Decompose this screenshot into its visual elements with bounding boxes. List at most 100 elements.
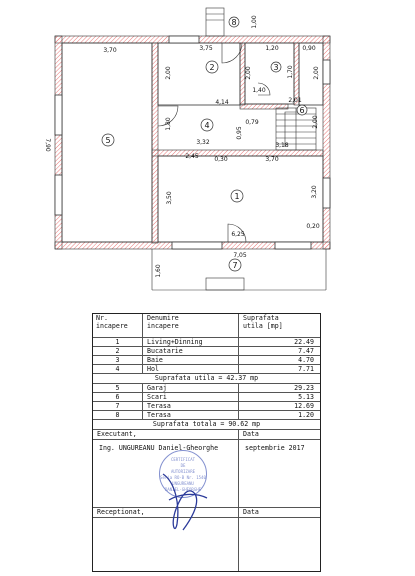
dim-label: 6,25 <box>231 231 245 238</box>
header-nr-line2: incapere <box>96 322 128 330</box>
executant-date: septembrie 2017 <box>245 444 305 452</box>
dim-label: 2,00 <box>245 66 252 80</box>
dim-label: 3,18 <box>275 142 289 149</box>
cell-area: 29.23 <box>294 384 314 392</box>
dim-label: 2,45 <box>185 153 199 160</box>
dim-label: 3,70 <box>103 47 117 54</box>
stamp-text: DE <box>180 463 186 468</box>
dim-label: 7,05 <box>233 252 247 259</box>
dim-label: 0,79 <box>245 119 259 126</box>
cell-name: Garaj <box>143 384 239 392</box>
area-table: Nr. incapere Denumire incapere Suprafata… <box>92 313 321 572</box>
total-row: Suprafata totala = 90.62 mp <box>93 420 320 430</box>
receptionat-date-cell <box>239 518 320 571</box>
cell-nr: 5 <box>93 384 143 392</box>
dim-label: 7,90 <box>44 138 51 152</box>
cell-nr: 1 <box>93 338 143 346</box>
dim-label: 3,20 <box>311 185 318 199</box>
dim-label: 2,00 <box>312 115 319 129</box>
header-nr-line1: Nr. <box>96 314 108 322</box>
dim-label: 3,50 <box>166 191 173 205</box>
dim-label: 0,95 <box>236 126 243 140</box>
cell-nr: 7 <box>93 402 143 410</box>
room-3-label: 3 <box>273 63 278 72</box>
table-row: 7 Terasa 12.69 <box>93 402 320 411</box>
stamp-text: AUTORIZARE <box>170 469 196 474</box>
dim-label: 1,70 <box>287 65 294 79</box>
table-row: 6 Scari 5.13 <box>93 393 320 402</box>
data-label-2: Data <box>243 508 259 516</box>
header-nr: Nr. incapere <box>93 314 143 337</box>
cell-nr: 4 <box>93 365 143 373</box>
subtotal-row: Suprafata utila = 42.37 mp <box>93 374 320 384</box>
room-1-label: 1 <box>234 192 239 201</box>
stamp-text: Seria RO-B Nr. 1540 <box>160 475 206 480</box>
dim-label: 4,14 <box>215 99 229 106</box>
dim-label: 1,40 <box>252 87 266 94</box>
dim-label: 3,32 <box>196 139 210 146</box>
dim-label: 3,75 <box>199 45 213 52</box>
executant-date-cell: septembrie 2017 <box>239 440 320 507</box>
cell-area: 4.70 <box>298 356 314 364</box>
cell-name: Scari <box>143 393 239 401</box>
dim-label: 2,00 <box>165 66 172 80</box>
dim-label: 1,80 <box>165 117 172 131</box>
cell-area: 12.69 <box>294 402 314 410</box>
dim-label: 1,20 <box>265 45 279 52</box>
cell-name: Terasa <box>143 402 239 410</box>
table-row: 1 Living+Dinning 22.49 <box>93 338 320 347</box>
cell-name: Baie <box>143 356 239 364</box>
room-4-label: 4 <box>204 121 209 130</box>
executant-name-cell: Ing. UNGUREANU Daniel-Gheorghe <box>93 440 239 507</box>
table-row: 5 Garaj 29.23 <box>93 384 320 393</box>
total-text: Suprafata totala = 90.62 mp <box>152 420 261 428</box>
room-5-label: 5 <box>105 136 110 145</box>
table-row: 8 Terasa 1.20 <box>93 411 320 420</box>
room-7-label: 7 <box>232 261 237 270</box>
room-2-label: 2 <box>209 63 214 72</box>
cell-area: 22.49 <box>294 338 314 346</box>
dim-label: 1,00 <box>251 15 258 29</box>
header-area-line1: Suprafata <box>243 314 279 322</box>
table-header-row: Nr. incapere Denumire incapere Suprafata… <box>93 314 320 338</box>
dim-label: 1,60 <box>155 264 162 278</box>
cell-area: 7.47 <box>298 347 314 355</box>
cell-area: 5.13 <box>298 393 314 401</box>
header-area-line2: utila [mp] <box>243 322 283 330</box>
cell-area: 1.20 <box>298 411 314 419</box>
stamp-text: DANIEL-GHEORGHE <box>164 487 202 492</box>
signature-icon <box>162 473 208 531</box>
cell-nr: 8 <box>93 411 143 419</box>
doors <box>157 42 271 243</box>
header-area: Suprafata utila [mp] <box>239 314 320 337</box>
header-name-line2: incapere <box>147 322 179 330</box>
dim-label: 2,01 <box>288 97 302 104</box>
table-row: 2 Bucatarie 7.47 <box>93 347 320 356</box>
room-6-label: 6 <box>299 106 304 115</box>
receptionat-header-row: Receptionat, Data <box>93 508 320 518</box>
windows <box>54 35 331 250</box>
cell-name: Hol <box>143 365 239 373</box>
executant-name: Ing. UNGUREANU Daniel-Gheorghe <box>99 444 219 452</box>
receptionat-body-row <box>93 518 320 571</box>
stamp-text: CERTIFICAT <box>170 457 196 462</box>
subtotal-text: Suprafata utila = 42.37 mp <box>154 374 259 382</box>
cell-nr: 6 <box>93 393 143 401</box>
data-label: Data <box>243 430 259 438</box>
dim-label: 0,20 <box>306 223 320 230</box>
cell-nr: 2 <box>93 347 143 355</box>
terrace <box>151 249 327 291</box>
dim-label: 0,30 <box>214 156 228 163</box>
table-row: 3 Baie 4.70 <box>93 356 320 365</box>
authorization-stamp: CERTIFICAT DE AUTORIZARE Seria RO-B Nr. … <box>159 450 207 498</box>
header-name-line1: Denumire <box>147 314 179 322</box>
entry-step <box>205 7 225 37</box>
executant-label: Executant, <box>93 430 239 439</box>
receptionat-label: Receptionat, <box>93 508 239 517</box>
staircase <box>275 107 317 151</box>
cell-area: 7.71 <box>298 365 314 373</box>
cell-name: Terasa <box>143 411 239 419</box>
executant-header-row: Executant, Data <box>93 430 320 440</box>
dim-label: 0,90 <box>302 45 316 52</box>
cell-name: Living+Dinning <box>143 338 239 346</box>
